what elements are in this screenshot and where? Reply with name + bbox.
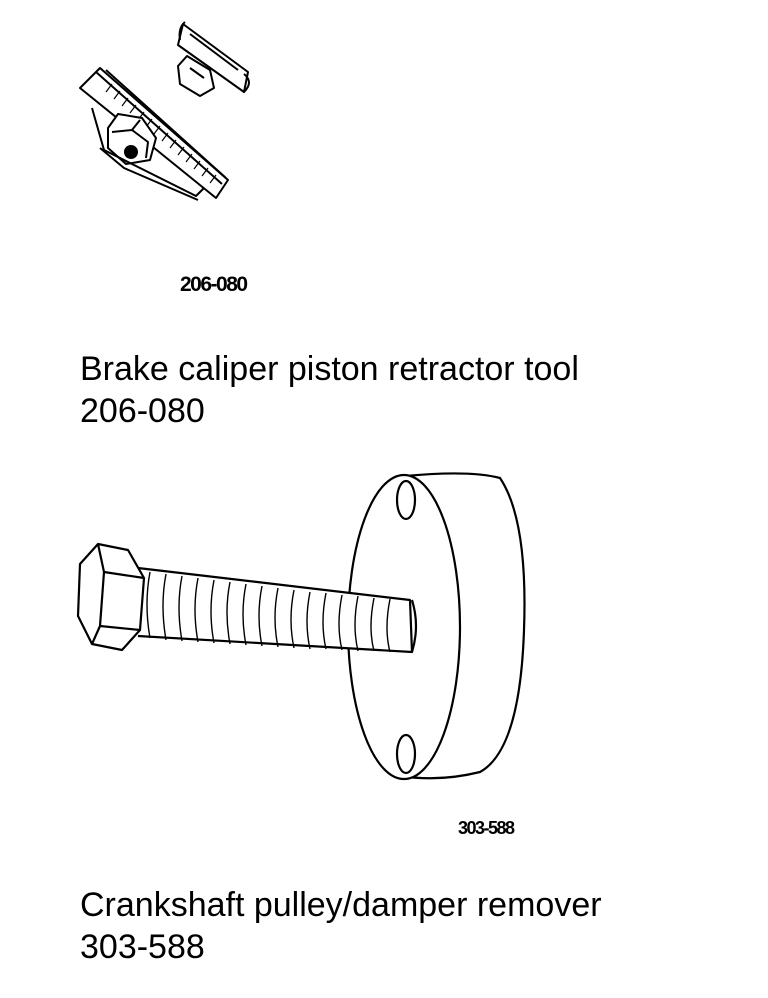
crankshaft-pulley-damper-remover-drawing — [76, 472, 526, 781]
figure-label-303-588: 303-588 — [458, 818, 515, 838]
tool-caption-206-080: Brake caliper piston retractor tool 206-… — [80, 348, 579, 432]
tool-number: 303-588 — [80, 928, 205, 966]
figure-label-206-080: 206-080 — [180, 273, 248, 296]
tool-name: Brake caliper piston retractor tool — [80, 350, 579, 388]
brake-caliper-piston-retractor-drawing — [79, 21, 250, 201]
tool-number: 206-080 — [80, 392, 205, 430]
tool-name: Crankshaft pulley/damper remover — [80, 886, 602, 924]
tool-caption-303-588: Crankshaft pulley/damper remover 303-588 — [80, 884, 602, 968]
